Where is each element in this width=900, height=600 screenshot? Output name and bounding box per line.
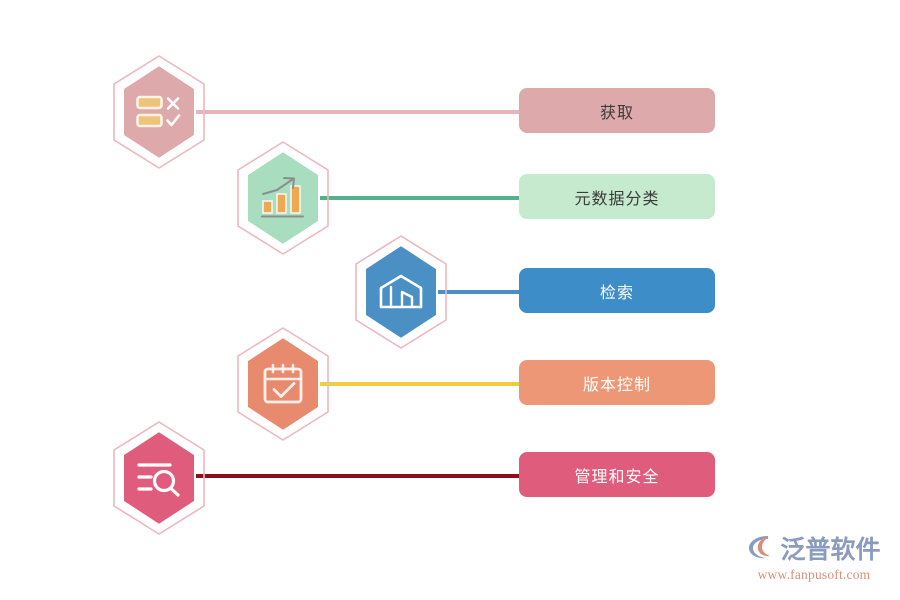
- warehouse-building-icon: [354, 234, 448, 350]
- label-pill-version-control[interactable]: 版本控制: [519, 360, 715, 405]
- hexagon-badge-metadata-classification[interactable]: [236, 140, 330, 256]
- connector-line-metadata-classification: [314, 196, 526, 200]
- hexagon-outline-retrieval: [354, 234, 448, 350]
- list-search-icon: [112, 420, 206, 536]
- hexagon-outline-metadata-classification: [236, 140, 330, 256]
- fanpu-swoosh-logo-icon: [747, 533, 777, 566]
- label-pill-metadata-classification[interactable]: 元数据分类: [519, 174, 715, 219]
- label-pill-management-security[interactable]: 管理和安全: [519, 452, 715, 497]
- connector-line-version-control: [314, 382, 526, 386]
- watermark-top-row: 泛普软件: [747, 533, 881, 566]
- hexagon-fill-management-security: [112, 420, 206, 536]
- label-pill-retrieval[interactable]: 检索: [519, 268, 715, 313]
- calendar-check-icon: [236, 326, 330, 442]
- watermark-url: www.fanpusoft.com: [757, 566, 871, 582]
- label-pill-acquire[interactable]: 获取: [519, 88, 715, 133]
- checklist-icon: [112, 54, 206, 170]
- hexagon-badge-version-control[interactable]: [236, 326, 330, 442]
- hexagon-fill-acquire: [112, 54, 206, 170]
- hexagon-fill-version-control: [236, 326, 330, 442]
- watermark-logo: 泛普软件 www.fanpusoft.com: [740, 526, 888, 588]
- connector-line-retrieval: [432, 290, 526, 294]
- connector-line-management-security: [190, 474, 526, 478]
- label-pill-text-retrieval: 检索: [599, 282, 634, 302]
- hexagon-badge-acquire[interactable]: [112, 54, 206, 170]
- bar-chart-growth-icon: [236, 140, 330, 256]
- hexagon-outline-version-control: [236, 326, 330, 442]
- label-pill-text-metadata-classification: 元数据分类: [574, 188, 660, 208]
- connector-line-acquire: [190, 110, 526, 114]
- label-pill-text-version-control: 版本控制: [582, 374, 651, 394]
- hexagon-badge-retrieval[interactable]: [354, 234, 448, 350]
- watermark-brand: 泛普软件: [780, 534, 881, 564]
- hexagon-badge-management-security[interactable]: [112, 420, 206, 536]
- label-pill-text-acquire: 获取: [599, 102, 634, 122]
- label-pill-text-management-security: 管理和安全: [574, 466, 660, 486]
- hexagon-outline-management-security: [112, 420, 206, 536]
- hexagon-outline-acquire: [112, 54, 206, 170]
